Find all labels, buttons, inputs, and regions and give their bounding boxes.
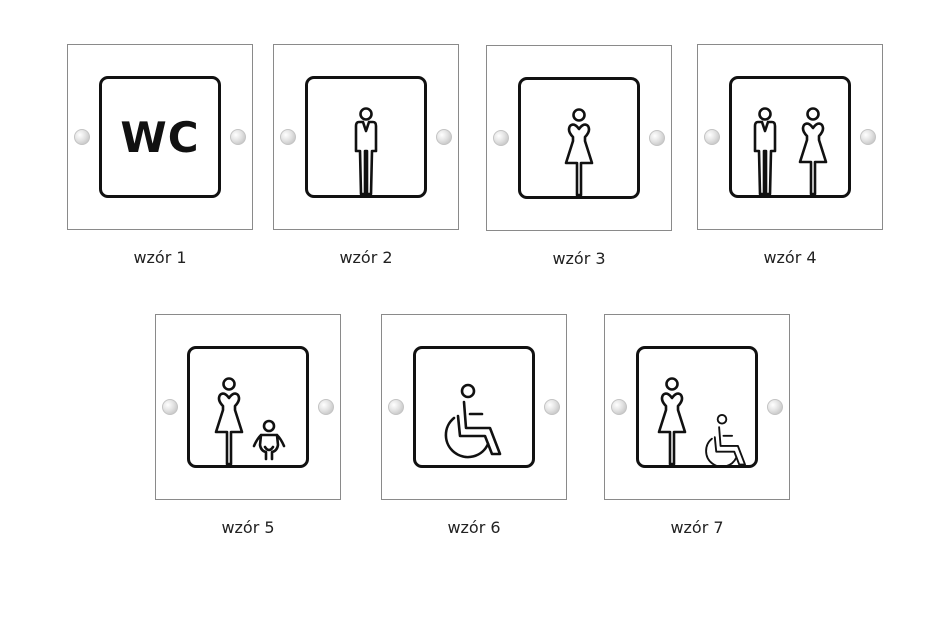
screw-icon [388, 399, 404, 415]
screw-icon [230, 129, 246, 145]
sign-card-4: wzór 4 [697, 44, 883, 267]
screw-icon [436, 129, 452, 145]
sign-caption: wzór 1 [133, 248, 187, 267]
sign-caption: wzór 6 [447, 518, 501, 537]
sign-card-6: wzór 6 [381, 314, 567, 537]
sign-caption: wzór 5 [221, 518, 275, 537]
woman-and-wheelchair-icon [657, 377, 746, 468]
woman-with-baby-icon [214, 377, 286, 466]
pictogram-frame [99, 76, 221, 198]
pictogram-frame [636, 346, 758, 468]
man-and-woman-icon [753, 107, 828, 196]
sign-caption: wzór 4 [763, 248, 817, 267]
screw-icon [493, 130, 509, 146]
screw-icon [611, 399, 627, 415]
sign-card-2: wzór 2 [273, 44, 459, 267]
pictogram-frame [413, 346, 535, 468]
screw-icon [860, 129, 876, 145]
sign-plate [604, 314, 790, 500]
screw-icon [162, 399, 178, 415]
screw-icon [318, 399, 334, 415]
sign-plate [381, 314, 567, 500]
screw-icon [74, 129, 90, 145]
sign-plate [67, 44, 253, 230]
sign-card-7: wzór 7 [604, 314, 790, 537]
wc-text-icon: WC [120, 112, 200, 162]
sign-card-1: WC wzór 1 [67, 44, 253, 267]
woman-icon [564, 108, 594, 197]
screw-icon [544, 399, 560, 415]
sign-card-5: wzór 5 [155, 314, 341, 537]
sign-plate [155, 314, 341, 500]
pictogram-frame [729, 76, 851, 198]
wheelchair-icon [444, 383, 502, 459]
sign-card-3: wzór 3 [486, 45, 672, 268]
sign-caption: wzór 3 [552, 249, 606, 268]
sign-caption: wzór 2 [339, 248, 393, 267]
pictogram-frame [518, 77, 640, 199]
man-icon [354, 107, 378, 196]
sign-caption: wzór 7 [670, 518, 724, 537]
pictogram-frame [305, 76, 427, 198]
screw-icon [767, 399, 783, 415]
screw-icon [704, 129, 720, 145]
sign-plate [697, 44, 883, 230]
screw-icon [649, 130, 665, 146]
pictogram-frame [187, 346, 309, 468]
sign-plate [486, 45, 672, 231]
screw-icon [280, 129, 296, 145]
sign-plate [273, 44, 459, 230]
